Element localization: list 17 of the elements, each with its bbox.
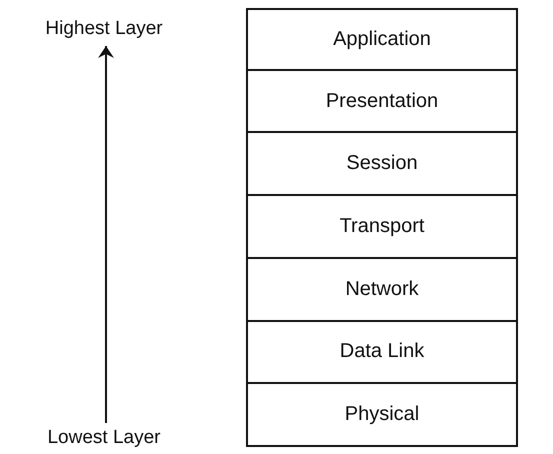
layer-box	[246, 194, 518, 259]
layer-box	[246, 131, 518, 196]
layer-name: Physical	[344, 403, 420, 426]
layer-name: Data Link	[340, 340, 424, 364]
layer-name: Presentation	[326, 90, 438, 113]
layer-box	[246, 320, 518, 384]
layer-box	[246, 382, 518, 447]
layer-label-text: Lowest Layer	[47, 427, 160, 449]
layer-label-text: Highest Layer	[45, 18, 163, 40]
layer-name: Network	[345, 278, 419, 301]
arrow	[98, 46, 114, 423]
layer-box	[246, 256, 518, 322]
layer-name: Application	[333, 28, 431, 51]
layer-box	[246, 8, 518, 71]
layer-name: Session	[346, 152, 418, 176]
layer-name: Transport	[340, 214, 424, 238]
layer-box	[246, 68, 518, 134]
